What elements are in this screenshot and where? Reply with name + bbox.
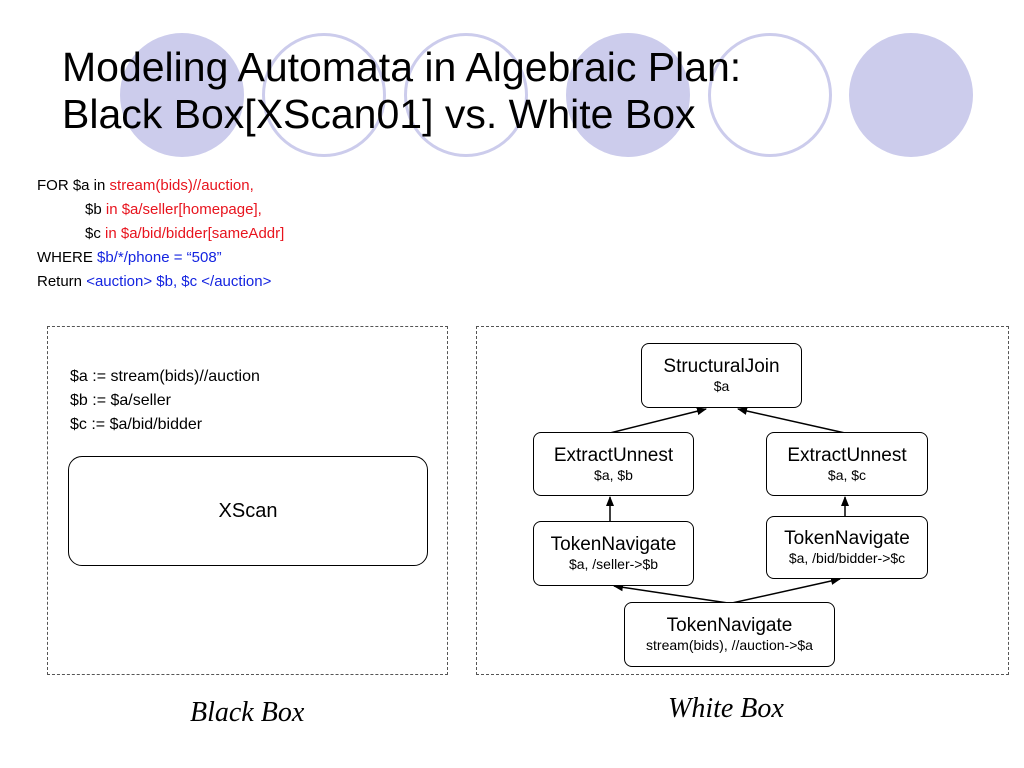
node-extract-unnest-b-name: ExtractUnnest — [553, 444, 674, 466]
node-extract-unnest-b: ExtractUnnest $a, $b — [533, 432, 694, 496]
assign-b: $b := $a/seller — [70, 392, 171, 409]
node-token-navigate-a: TokenNavigate stream(bids), //auction->$… — [624, 602, 835, 667]
xquery-text: FOR $a in stream(bids)//auction, $b in $… — [37, 174, 284, 294]
decor-circle-6 — [849, 33, 973, 157]
black-box-caption: Black Box — [190, 697, 305, 728]
node-extract-unnest-c: ExtractUnnest $a, $c — [766, 432, 928, 496]
white-box-panel — [476, 326, 1009, 675]
decor-circle-2 — [262, 33, 386, 157]
query-line-for: FOR $a in stream(bids)//auction, — [37, 177, 254, 194]
black-box-assignments: $a := stream(bids)//auction $b := $a/sel… — [70, 365, 260, 437]
node-token-navigate-b: TokenNavigate $a, /seller->$b — [533, 521, 694, 586]
assign-a: $a := stream(bids)//auction — [70, 368, 260, 385]
title-line-2: Black Box[XScan01] vs. White Box — [62, 91, 696, 138]
query-line-b: $b in $a/seller[homepage], — [85, 201, 262, 218]
node-token-navigate-b-name: TokenNavigate — [550, 534, 677, 555]
edge-extract-b-to-join — [609, 407, 707, 434]
node-token-navigate-c-name: TokenNavigate — [784, 528, 910, 549]
black-box-panel — [47, 326, 448, 675]
edge-extract-c-to-join — [737, 407, 846, 434]
node-extract-unnest-c-name: ExtractUnnest — [787, 444, 907, 466]
title-line-1: Modeling Automata in Algebraic Plan: — [62, 44, 742, 90]
decor-circle-4 — [566, 33, 690, 157]
node-token-navigate-a-name: TokenNavigate — [666, 615, 793, 636]
query-line-return: Return <auction> $b, $c </auction> — [37, 273, 272, 290]
node-extract-unnest-c-args: $a, $c — [827, 466, 867, 483]
white-box-caption: White Box — [668, 693, 784, 724]
node-token-navigate-c-args: $a, /bid/bidder->$c — [788, 550, 906, 566]
node-token-navigate-a-args: stream(bids), //auction->$a — [646, 637, 813, 653]
decor-circle-5 — [708, 33, 832, 157]
decor-circle-3 — [404, 33, 528, 157]
node-token-navigate-b-args: $a, /seller->$b — [568, 556, 659, 572]
edge-nav-a-to-nav-b — [613, 583, 729, 604]
decor-circle-1 — [120, 33, 244, 157]
edge-nav-a-to-nav-c — [731, 577, 841, 604]
node-token-navigate-c: TokenNavigate $a, /bid/bidder->$c — [766, 516, 928, 579]
xscan-label: XScan — [218, 499, 278, 522]
node-structural-join-name: StructuralJoin — [663, 356, 780, 377]
node-extract-unnest-b-args: $a, $b — [594, 466, 633, 483]
slide-title: Modeling Automata in Algebraic Plan: Bla… — [62, 44, 741, 138]
query-line-where: WHERE $b/*/phone = “508” — [37, 249, 222, 266]
assign-c: $c := $a/bid/bidder — [70, 416, 203, 433]
node-structural-join-args: $a — [713, 378, 730, 394]
xscan-operator-box: XScan — [68, 456, 428, 566]
query-line-c: $c in $a/bid/bidder[sameAddr] — [85, 225, 285, 242]
node-structural-join: StructuralJoin $a — [641, 343, 802, 408]
